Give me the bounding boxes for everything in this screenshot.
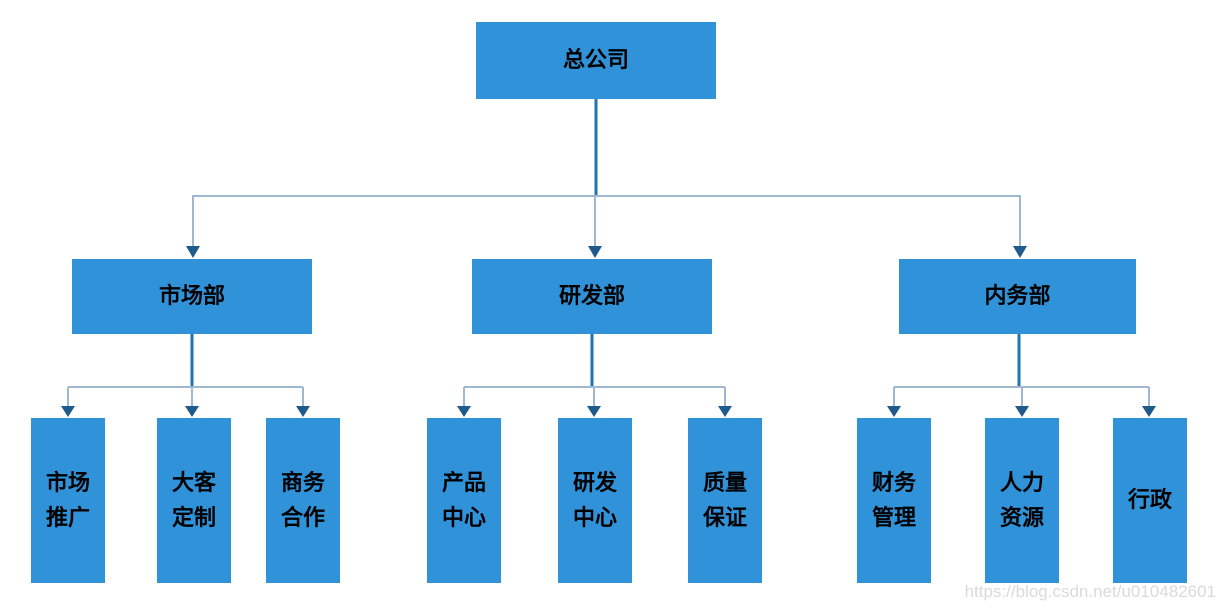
- node-head-office: 总公司: [476, 22, 716, 99]
- node-label-line: 人力: [999, 470, 1044, 496]
- node-label-line: 财务: [871, 470, 916, 496]
- node-label-line: 产品: [441, 470, 486, 496]
- node-market-promotion: 市场 推广: [31, 418, 105, 583]
- node-label: 内务部: [984, 283, 1051, 309]
- node-rnd-center: 研发 中心: [558, 418, 632, 583]
- node-label-line: 中心: [572, 504, 617, 530]
- node-human-resources: 人力 资源: [985, 418, 1059, 583]
- node-label-line: 管理: [871, 504, 916, 530]
- watermark-url: https://blog.csdn.net/u010482601: [964, 582, 1216, 601]
- node-key-account-customization: 大客 定制: [157, 418, 231, 583]
- node-dept-marketing: 市场部: [72, 259, 312, 334]
- node-label-line: 商务: [280, 470, 325, 496]
- node-label: 市场部: [158, 283, 225, 309]
- node-dept-internal-affairs: 内务部: [899, 259, 1136, 334]
- node-quality-assurance: 质量 保证: [688, 418, 762, 583]
- node-product-center: 产品 中心: [427, 418, 501, 583]
- connector-rnd-to-children: [457, 334, 732, 417]
- node-label-line: 资源: [999, 504, 1044, 530]
- node-label-line: 定制: [171, 504, 216, 530]
- node-business-cooperation: 商务 合作: [266, 418, 340, 583]
- node-label-line: 保证: [702, 504, 747, 530]
- connector-marketing-to-children: [61, 334, 310, 417]
- node-label-line: 推广: [45, 504, 90, 530]
- connector-internal-to-children: [887, 334, 1156, 417]
- node-label: 研发部: [558, 283, 625, 309]
- node-label: 总公司: [562, 47, 629, 73]
- node-label-line: 质量: [702, 470, 747, 496]
- node-dept-rnd: 研发部: [472, 259, 712, 334]
- node-label-line: 中心: [441, 504, 486, 530]
- node-financial-management: 财务 管理: [857, 418, 931, 583]
- node-label-line: 大客: [171, 470, 216, 496]
- connector-root-to-departments: [186, 99, 1027, 258]
- node-label-line: 行政: [1127, 487, 1172, 513]
- node-administration: 行政: [1113, 418, 1187, 583]
- node-label-line: 研发: [572, 470, 617, 496]
- node-label-line: 合作: [280, 504, 325, 530]
- node-label-line: 市场: [45, 470, 90, 496]
